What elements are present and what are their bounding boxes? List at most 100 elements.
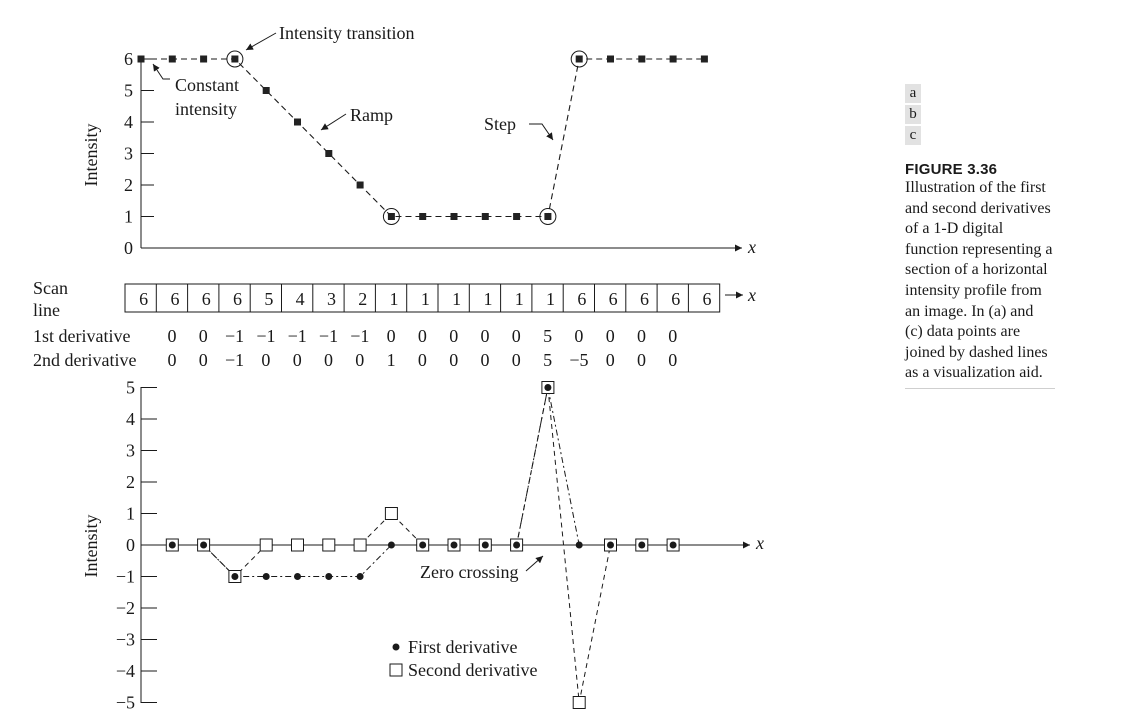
first-derivative-point xyxy=(387,541,395,549)
panel-a-y-tick-label: 2 xyxy=(124,175,133,195)
panel-a-y-tick-label: 1 xyxy=(124,207,133,227)
scan-line-table xyxy=(124,283,721,313)
second-derivative-value: 0 xyxy=(637,350,646,370)
first-derivative-value: 0 xyxy=(168,326,177,346)
first-derivative-point xyxy=(325,573,333,580)
legend-first-derivative: First derivative xyxy=(408,637,517,657)
panel-a-point xyxy=(638,55,646,63)
first-derivative-value: 0 xyxy=(512,326,521,346)
scan-line-value: 6 xyxy=(139,289,148,309)
second-derivative-value: 0 xyxy=(261,350,270,370)
scan-line-value: 3 xyxy=(327,289,336,309)
first-derivative-point xyxy=(200,541,208,549)
first-derivative-point xyxy=(481,541,489,549)
first-derivative-point xyxy=(168,541,176,549)
first-derivative-value: 0 xyxy=(449,326,458,346)
scan-line-value: 6 xyxy=(170,289,179,309)
panel-c-y-tick-label: 0 xyxy=(126,535,135,555)
first-derivative-point xyxy=(669,541,677,549)
first-derivative-point xyxy=(356,573,364,580)
scan-line-value: 6 xyxy=(640,289,649,309)
second-derivative-point xyxy=(384,507,398,520)
panel-a-point xyxy=(294,118,301,126)
panel-c-y-tick-label: 3 xyxy=(126,441,135,461)
figure-number: FIGURE 3.36 xyxy=(905,161,998,178)
panel-a-point xyxy=(450,213,458,220)
second-derivative-point xyxy=(572,696,586,709)
panel-c-derivatives-plot: Intensity x Zero crossing First derivati… xyxy=(81,378,764,713)
panel-a-point xyxy=(481,213,489,220)
figure-3-36: Intensity x Intensity transition Constan… xyxy=(33,23,764,713)
first-derivative-value: 0 xyxy=(387,326,396,346)
scan-line-value: 6 xyxy=(703,289,712,309)
scan-line-value: 6 xyxy=(202,289,211,309)
legend-first-derivative-marker xyxy=(392,643,400,651)
second-derivative-value: 0 xyxy=(418,350,427,370)
first-derivative-value: 0 xyxy=(481,326,490,346)
panel-a-point xyxy=(700,55,708,63)
first-derivative-value: 0 xyxy=(199,326,208,346)
panel-a-point xyxy=(544,213,552,220)
panel-c-y-tick-label: −5 xyxy=(116,693,135,713)
scan-line-value: 1 xyxy=(390,289,399,309)
first-derivative-point xyxy=(513,541,521,549)
panel-c-y-tick-label: 1 xyxy=(126,504,135,524)
panel-a-y-tick-label: 3 xyxy=(124,144,133,164)
legend-second-derivative-marker xyxy=(389,663,403,677)
panel-c-ylabel: Intensity xyxy=(81,515,101,578)
first-derivative-point xyxy=(575,541,583,549)
annotation-constant: Constant xyxy=(175,75,239,95)
panel-a-circled-point xyxy=(226,50,244,68)
panel-a-y-tick-label: 0 xyxy=(124,238,133,258)
second-derivative-label: 2nd derivative xyxy=(33,350,136,370)
first-derivative-value: 0 xyxy=(606,326,615,346)
panel-c-xlabel: x xyxy=(755,533,764,553)
second-derivative-value: 0 xyxy=(324,350,333,370)
figure-caption: a b c FIGURE 3.36 Illustration of the fi… xyxy=(905,84,1055,389)
first-derivative-point xyxy=(294,573,301,580)
panel-a-point xyxy=(575,55,583,63)
scan-line-value: 6 xyxy=(671,289,680,309)
second-derivative-value: 0 xyxy=(668,350,677,370)
first-derivative-value: 0 xyxy=(637,326,646,346)
panel-a-y-tick-label: 6 xyxy=(124,49,133,69)
panel-letters: a b c xyxy=(905,84,1055,147)
second-derivative-value: 0 xyxy=(199,350,208,370)
panel-a-circled-point xyxy=(382,208,400,225)
scan-line-value: 1 xyxy=(452,289,461,309)
panel-a-point xyxy=(325,150,333,157)
scan-line-value: 4 xyxy=(296,289,305,309)
first-derivative-point xyxy=(262,573,270,580)
scan-line-value: 1 xyxy=(421,289,430,309)
panel-c-y-tick-label: 5 xyxy=(126,378,135,398)
first-derivative-point xyxy=(544,384,552,391)
zero-crossing-arrow xyxy=(525,555,544,572)
first-derivative-point xyxy=(450,541,458,549)
scan-line-value: 6 xyxy=(577,289,586,309)
second-derivative-value: 0 xyxy=(481,350,490,370)
panel-a-point xyxy=(513,213,521,220)
first-derivative-value: −1 xyxy=(319,326,338,346)
panel-a-point xyxy=(607,55,614,63)
scan-line-value: 6 xyxy=(233,289,242,309)
annotation-step: Step xyxy=(484,114,516,134)
scan-line-value: 5 xyxy=(264,289,273,309)
scan-line-value: 2 xyxy=(358,289,367,309)
constant-arrow xyxy=(152,63,170,80)
panel-c-y-tick-label: −1 xyxy=(116,567,135,587)
second-derivative-value: 0 xyxy=(449,350,458,370)
second-derivative-point xyxy=(291,538,304,552)
panel-a-y-tick-label: 5 xyxy=(124,81,133,101)
panel-c-y-tick-label: −4 xyxy=(116,661,135,681)
first-derivative-label: 1st derivative xyxy=(33,326,130,346)
transition-arrow xyxy=(245,32,277,51)
ramp-arrow xyxy=(320,113,347,131)
second-derivative-value: 0 xyxy=(355,350,364,370)
first-derivative-value: −1 xyxy=(256,326,275,346)
first-derivative-value: 0 xyxy=(418,326,427,346)
step-arrow xyxy=(529,123,554,141)
caption-rule xyxy=(905,387,1055,389)
scan-line-value: 6 xyxy=(609,289,618,309)
annotation-intensity: intensity xyxy=(175,99,237,119)
panel-a-point xyxy=(356,181,364,189)
